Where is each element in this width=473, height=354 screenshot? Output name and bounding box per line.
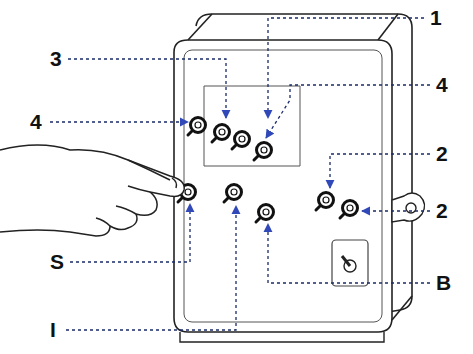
toggle-switch xyxy=(340,201,358,219)
callout-label: 1 xyxy=(430,7,442,29)
leader-line xyxy=(268,18,424,118)
toggle-switch xyxy=(232,132,250,150)
leader-line xyxy=(70,204,190,262)
toggle-switch xyxy=(188,118,206,136)
leader-line xyxy=(268,224,430,283)
leader-line xyxy=(330,154,430,188)
leader-line xyxy=(68,59,226,118)
callout-label: 4 xyxy=(436,74,448,96)
leader-line xyxy=(66,206,236,330)
leader-line xyxy=(362,210,430,211)
toggle-switch xyxy=(224,185,242,203)
toggle-switch xyxy=(256,205,274,223)
callout-label: I xyxy=(50,319,56,341)
callout-label: 2 xyxy=(436,143,448,165)
leader-line xyxy=(50,121,188,122)
leader-line xyxy=(266,85,430,138)
toggle-switch xyxy=(254,143,272,161)
callout-label: 2 xyxy=(436,200,448,222)
callout-label: 3 xyxy=(50,48,62,70)
callout-label: B xyxy=(436,272,451,294)
callout-label: S xyxy=(50,251,64,273)
toggle-switch xyxy=(212,125,230,143)
toggle-switch xyxy=(316,193,334,211)
callout-label: 4 xyxy=(30,111,42,133)
